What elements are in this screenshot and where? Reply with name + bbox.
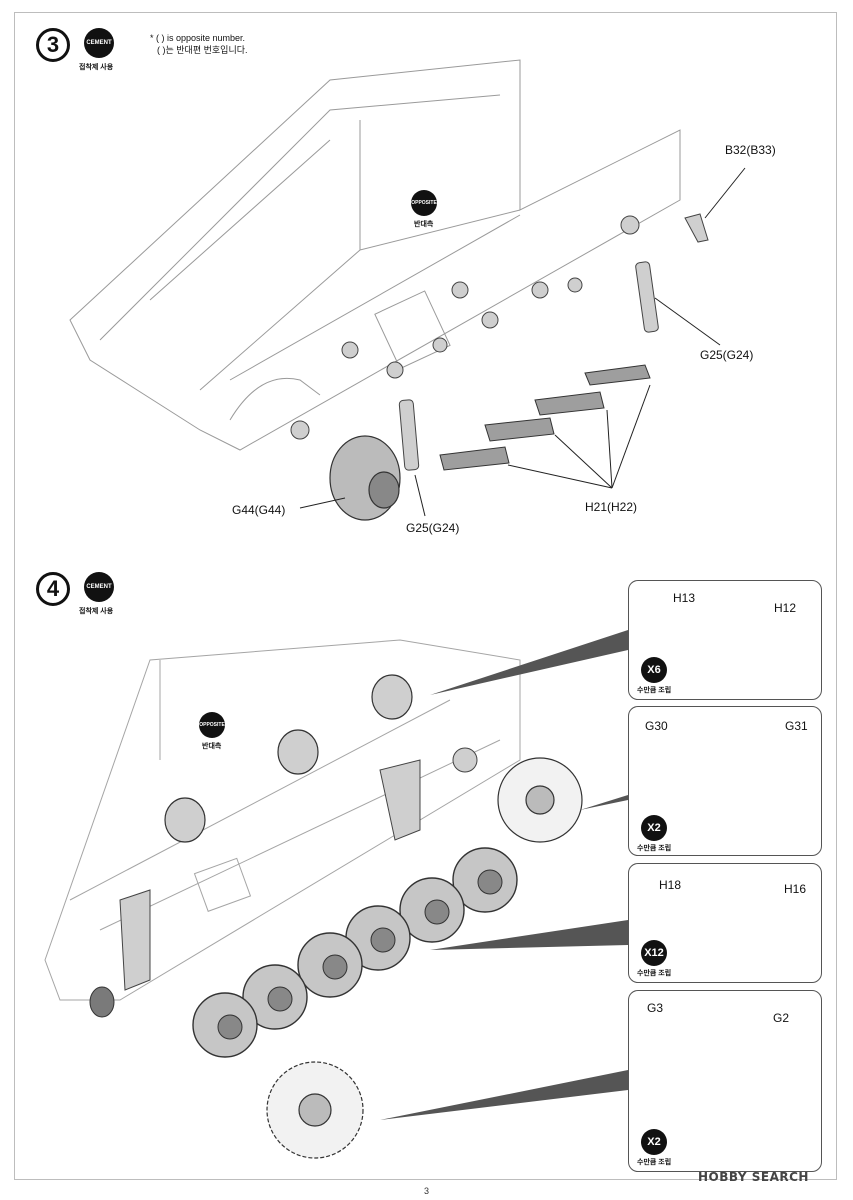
quantity-caption: 수만큼 조립 <box>637 970 672 977</box>
opposite-note-en: * ( ) is opposite number. <box>150 33 246 43</box>
quantity-caption: 수만큼 조립 <box>637 687 672 694</box>
part-label: H12 <box>774 601 797 615</box>
part-label: H18 <box>659 878 682 892</box>
step-number: 4 <box>36 572 70 606</box>
opposite-icon: OPPOSITE <box>411 190 437 216</box>
cement-icon: CEMENT <box>84 28 114 58</box>
cement-caption: 접착제 사용 <box>79 64 114 71</box>
opposite-caption: 반대측 <box>202 743 222 750</box>
quantity-caption: 수만큼 조립 <box>637 1159 672 1166</box>
part-label-b32: B32(B33) <box>725 143 776 157</box>
page-frame <box>14 12 837 1180</box>
cement-caption: 접착제 사용 <box>79 608 114 615</box>
part-label-g44: G44(G44) <box>232 503 286 517</box>
watermark: HOBBY SEARCH <box>698 1170 809 1184</box>
part-label: H13 <box>673 591 696 605</box>
part-label: G3 <box>647 1001 664 1015</box>
part-label-g25-right: G25(G24) <box>700 348 754 362</box>
inset-g3-g2: G3 G2 X2 수만큼 조립 <box>628 990 822 1172</box>
quantity-badge: X12 <box>641 940 667 966</box>
cement-icon: CEMENT <box>84 572 114 602</box>
quantity-badge: X6 <box>641 657 667 683</box>
part-label: G30 <box>645 719 668 733</box>
part-label-g25-bottom: G25(G24) <box>406 521 460 535</box>
inset-h18-h16: H18 H16 X12 수만큼 조립 <box>628 863 822 983</box>
inset-g30-g31: G30 G31 X2 수만큼 조립 <box>628 706 822 856</box>
inset-h13-h12: H13 H12 X6 수만큼 조립 <box>628 580 822 700</box>
quantity-badge: X2 <box>641 815 667 841</box>
part-label-h21: H21(H22) <box>585 500 638 514</box>
part-label: G31 <box>785 719 808 733</box>
page-number: 3 <box>423 1186 429 1196</box>
part-label: G2 <box>773 1011 790 1025</box>
part-label: H16 <box>784 882 807 896</box>
opposite-caption: 반대측 <box>414 221 434 228</box>
opposite-icon: OPPOSITE <box>199 712 225 738</box>
quantity-caption: 수만큼 조립 <box>637 845 672 852</box>
opposite-note-kr: ( )는 반대편 번호입니다. <box>157 45 248 55</box>
quantity-badge: X2 <box>641 1129 667 1155</box>
step-number: 3 <box>36 28 70 62</box>
